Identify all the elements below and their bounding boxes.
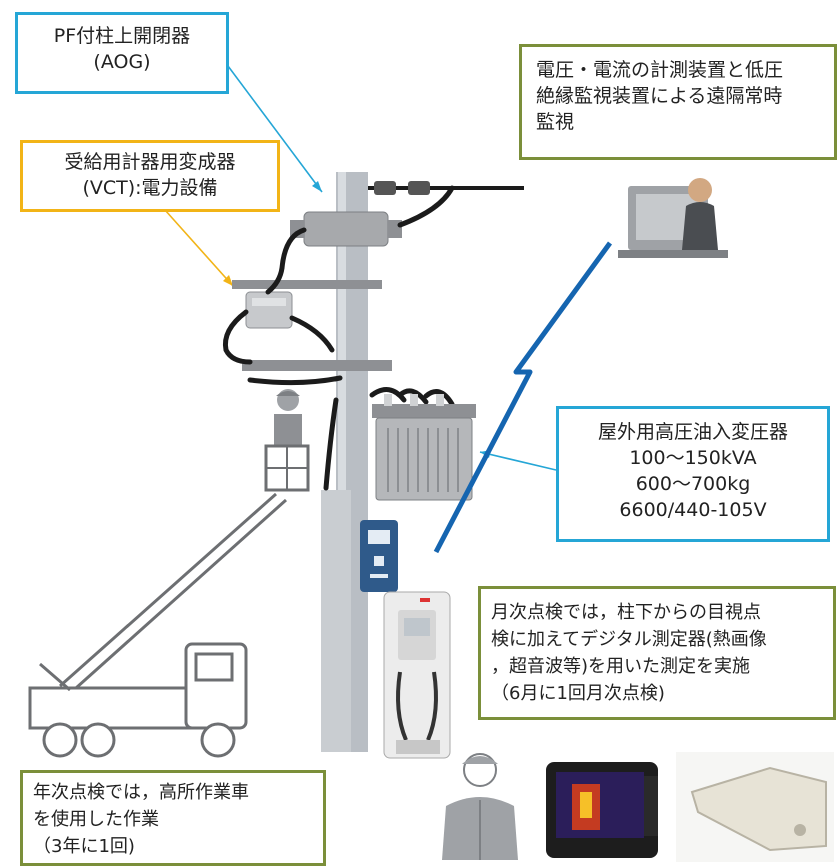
wireless-link-icon [433, 241, 613, 554]
remote-monitoring-line-1: 電圧・電流の計測装置と低圧 [536, 59, 784, 81]
thermal-camera-icon [546, 762, 658, 858]
monthly-inspection-line-1: 月次点検では，柱下からの目視点 [491, 602, 761, 623]
vct-callout: 受給用計器用変成器 (VCT):電力設備 [20, 140, 280, 212]
vct-callout-line-2: (VCT):電力設備 [82, 177, 218, 199]
aog-callout-line-1: PF付柱上開閉器 [53, 25, 191, 47]
operator-computer-icon [618, 178, 728, 258]
control-cabinet-icon [360, 520, 398, 592]
monthly-inspection-callout: 月次点検では，柱下からの目視点 検に加えてデジタル測定器(熱画像 ，超音波等)を… [478, 586, 836, 720]
ev-charger-icon [383, 591, 451, 759]
crossarm-upper [232, 280, 382, 289]
aog-callout-line-2: (AOG) [93, 51, 151, 73]
transformer-callout-line-3: 600～700kg [635, 473, 751, 495]
vct-leader-line [164, 209, 234, 287]
annual-inspection-line-1: 年次点検では，高所作業車 [33, 782, 249, 803]
vct-icon [245, 291, 293, 329]
remote-monitoring-line-3: 監視 [536, 111, 575, 133]
transformer-callout-line-1: 屋外用高圧油入変圧器 [597, 421, 788, 443]
monthly-inspection-line-4: （6月に1回月次点検) [491, 683, 665, 704]
aog-leader-line [227, 65, 323, 193]
aog-switch-icon [290, 211, 402, 247]
transformer-callout: 屋外用高圧油入変圧器 100～150kVA 600～700kg 6600/440… [556, 406, 830, 542]
monthly-inspection-line-3: ，超音波等)を用いた測定を実施 [491, 656, 751, 677]
annual-inspection-line-3: （3年に1回) [33, 836, 135, 857]
annual-inspection-line-2: を使用した作業 [33, 809, 159, 830]
vct-leader-arrow [223, 275, 233, 286]
overhead-line [368, 181, 524, 195]
annual-inspection-callout: 年次点検では，高所作業車 を使用した作業 （3年に1回) [20, 770, 326, 866]
transformer-callout-line-4: 6600/440-105V [619, 499, 767, 521]
crossarm-lower [242, 360, 392, 371]
transformer-icon [372, 394, 476, 501]
remote-monitoring-callout: 電圧・電流の計測装置と低圧 絶縁監視装置による遠隔常時 監視 [519, 44, 837, 160]
lineman-icon [264, 389, 310, 492]
inspector-icon [442, 753, 518, 860]
remote-monitoring-line-2: 絶縁監視装置による遠隔常時 [536, 85, 783, 107]
utility-pole [321, 172, 368, 752]
transformer-callout-line-2: 100～150kVA [629, 447, 757, 469]
transformer-leader-line [479, 451, 557, 471]
bucket-truck-icon [28, 492, 288, 758]
cables [222, 185, 455, 491]
aog-leader-arrow [312, 181, 322, 192]
aog-callout: PF付柱上開閉器 (AOG) [15, 12, 229, 94]
vct-callout-line-1: 受給用計器用変成器 [64, 151, 236, 173]
monthly-inspection-line-2: 検に加えてデジタル測定器(熱画像 [491, 629, 767, 650]
ultrasonic-detector-icon [676, 752, 834, 862]
